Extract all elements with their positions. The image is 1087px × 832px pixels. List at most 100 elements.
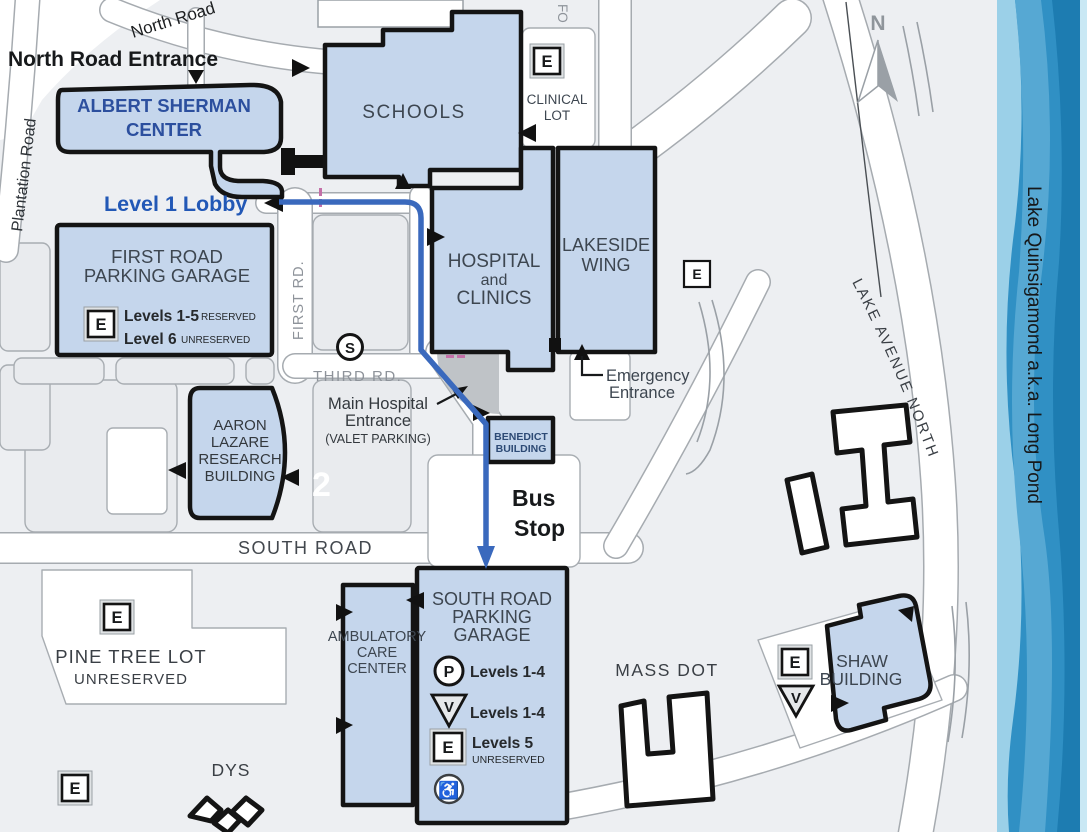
aaron-label-2: LAZARE xyxy=(211,434,269,451)
lakeside-label-1: LAKESIDE xyxy=(562,235,650,255)
compass-arrow-icon xyxy=(856,39,879,105)
lake-band-light xyxy=(997,0,1022,832)
clinical-lot-label-1: CLINICAL xyxy=(527,92,588,107)
albert-sherman-center-building xyxy=(55,82,285,200)
benedict-label-2: BUILDING xyxy=(496,443,547,455)
level1-lobby-label: Level 1 Lobby xyxy=(104,192,247,216)
walking-route xyxy=(279,199,495,569)
west-block-notch xyxy=(106,427,168,515)
wheelchair-glyph: ♿ xyxy=(438,780,459,800)
first-garage-levels-1-tag: RESERVED xyxy=(201,312,256,323)
hospital-west-arrow-icon xyxy=(427,228,445,246)
corner-open-area xyxy=(0,0,160,140)
e-icon-letter: E xyxy=(789,654,800,672)
albert-sherman-label-1: ALBERT SHERMAN xyxy=(77,95,251,116)
dys-label: DYS xyxy=(212,760,251,780)
west-edge-block-1 xyxy=(0,242,51,352)
median-line-1 xyxy=(902,25,920,117)
e-icon-shaw: E xyxy=(777,644,813,680)
s-icon-letter: S xyxy=(345,340,355,357)
v-icon-letter: V xyxy=(791,690,801,707)
v-icon-shape xyxy=(429,693,469,729)
e-icon-letter: E xyxy=(541,53,552,71)
north-road-entrance-label: North Road Entrance xyxy=(8,48,218,71)
schools-south-arrow-icon xyxy=(395,173,411,189)
ne-road xyxy=(605,0,811,177)
e-icon-garage: E xyxy=(429,728,467,766)
acc-north-arrow-icon xyxy=(336,604,353,621)
map-icons: E E E E E E V xyxy=(57,43,816,806)
lobby-exit-arrow-icon xyxy=(264,194,283,212)
hospital-label-3: CLINICS xyxy=(457,288,532,309)
v-icon-shaw: V xyxy=(776,684,816,719)
shaw-building-shape xyxy=(824,593,933,733)
hook-road-line-1 xyxy=(685,299,725,475)
lake-name-label: Lake Quinsigamond a.k.a. Long Pond xyxy=(1023,186,1044,504)
v-icon-garage: V xyxy=(429,693,469,729)
first-garage-levels-1: Levels 1-5 xyxy=(124,308,199,325)
plantation-road xyxy=(0,0,40,262)
top-cutoff-building xyxy=(317,0,464,28)
first-garage-label-1: FIRST ROAD xyxy=(111,246,223,267)
first-rd-label: FIRST RD. xyxy=(291,260,307,340)
crosswalk-dash xyxy=(457,355,465,358)
e-icon-box xyxy=(532,46,562,76)
mass-dot-building xyxy=(618,690,716,809)
e-icon-box xyxy=(682,259,712,289)
dys-building-1 xyxy=(187,795,224,824)
lake-avenue xyxy=(823,0,958,832)
schools-west-arrow-icon xyxy=(292,59,310,77)
acc-label-3: CENTER xyxy=(347,661,407,677)
lot-blocks xyxy=(0,214,412,533)
south-garage-label-3: GARAGE xyxy=(453,625,530,645)
se-diagonal xyxy=(604,270,770,558)
e-icon-east: E xyxy=(682,259,712,289)
e-icon-letter: E xyxy=(692,266,701,282)
stall-row-2 xyxy=(115,357,235,385)
north-entrance-arrow-icon xyxy=(188,70,204,84)
albert-sherman-label-2: CENTER xyxy=(126,119,202,140)
e-levels-label: Levels 5 xyxy=(472,735,534,752)
shaw-top-arrow-icon xyxy=(898,606,914,622)
emergency-pointer-line xyxy=(580,356,603,377)
west-block-arrow-icon xyxy=(168,462,186,479)
v-levels-label: Levels 1-4 xyxy=(470,705,545,722)
median-line-4 xyxy=(961,601,970,739)
third-rd-label: THIRD RD. xyxy=(313,368,402,385)
aaron-lazare-arrow-icon xyxy=(281,469,299,486)
first-garage-levels-2-tag: UNRESERVED xyxy=(181,335,250,346)
p-levels-label: Levels 1-4 xyxy=(470,664,545,681)
main-entrance-label-2: Entrance xyxy=(345,412,411,430)
compass-arrow-icon xyxy=(878,40,898,102)
emergency-label-1: Emergency xyxy=(606,367,690,385)
lake-band-dark xyxy=(1052,0,1087,832)
labels: North Road Entrance North Road Plantatio… xyxy=(8,0,940,780)
e-icon-pine-tree: E xyxy=(99,599,135,635)
schools-label: SCHOOLS xyxy=(362,102,465,123)
e-icon-letter: E xyxy=(95,316,106,334)
e-icon-box xyxy=(60,773,90,803)
compass: N xyxy=(856,12,898,105)
shaw-label-2: BUILDING xyxy=(820,669,903,689)
p-icon-circle xyxy=(433,655,465,687)
e-icon-letter: E xyxy=(442,738,453,757)
curve-line xyxy=(845,1,882,298)
first-garage-label-2: PARKING GARAGE xyxy=(84,265,250,286)
pine-tree-label-2: UNRESERVED xyxy=(74,671,188,688)
shaw-label-1: SHAW xyxy=(836,651,888,671)
e-icon-box xyxy=(86,309,116,339)
e-icon-first-garage: E xyxy=(83,306,119,342)
lot-number-label: 2 xyxy=(312,466,331,504)
roads xyxy=(0,0,970,832)
south-garage-label-2: PARKING xyxy=(452,607,532,627)
e-icon-box xyxy=(780,647,810,677)
white-building-slim xyxy=(784,471,830,556)
e-icon-letter: E xyxy=(69,780,80,798)
benedict-building xyxy=(485,415,556,465)
bus-stop-area xyxy=(427,454,581,568)
emergency-label-2: Entrance xyxy=(609,384,675,402)
stall-row-3 xyxy=(245,357,275,385)
hospital-label-1: HOSPITAL xyxy=(448,251,541,272)
